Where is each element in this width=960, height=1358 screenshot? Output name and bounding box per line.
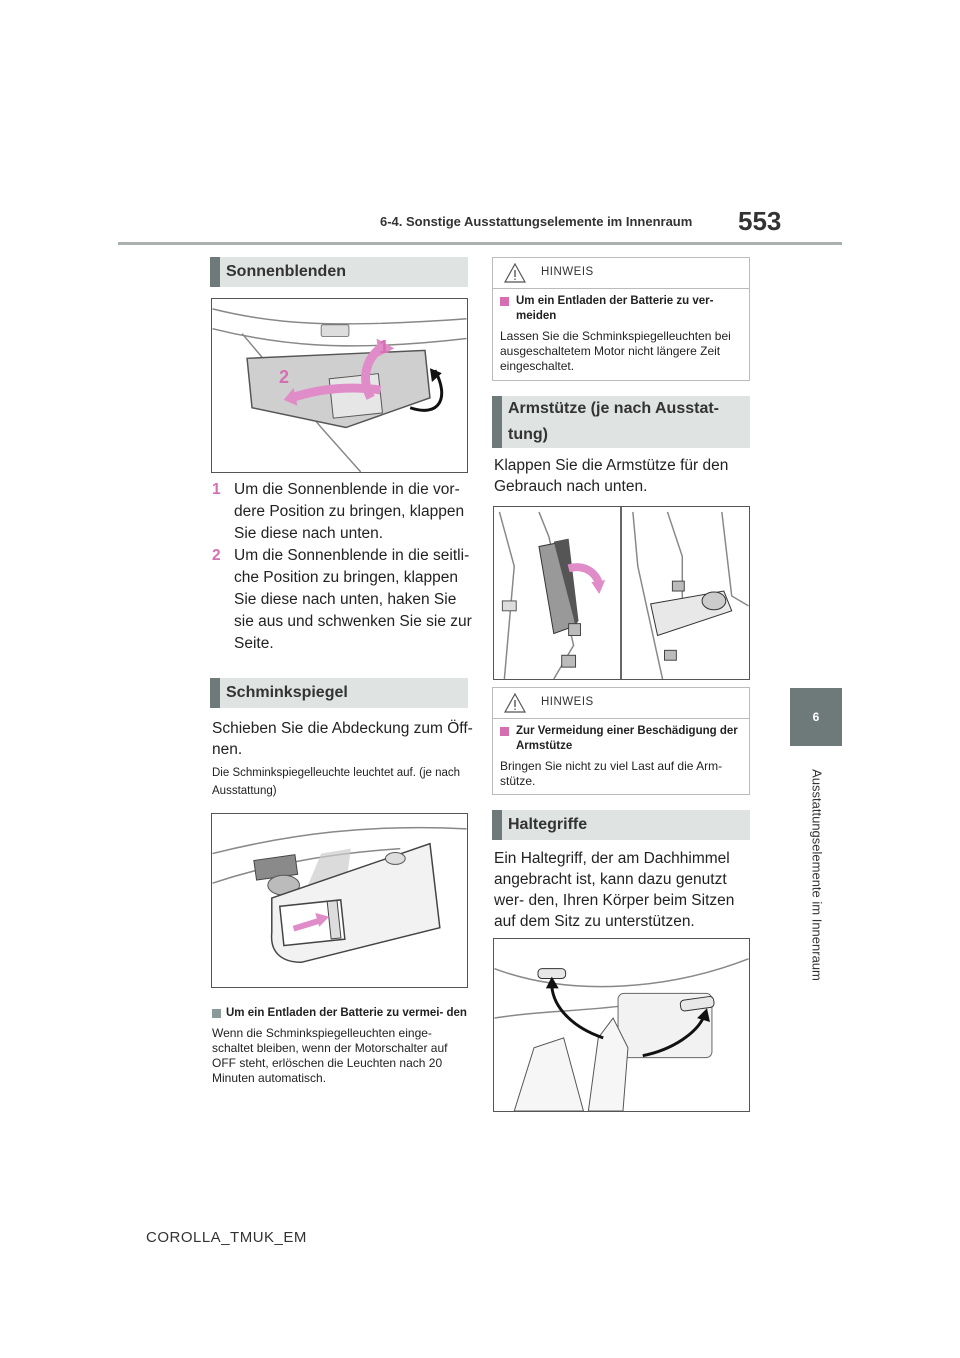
hinweis-box-1: HINWEIS Um ein Entladen der Batterie zu … [492, 257, 750, 381]
vanity-mirror-illustration [212, 826, 467, 964]
hinweis-label: HINWEIS [541, 696, 594, 708]
info-title: Um ein Entladen der Batterie zu vermei- … [226, 1007, 467, 1019]
square-bullet-icon [500, 297, 509, 306]
hinweis-body: Lassen Sie die Schminkspiegelleuchten be… [500, 329, 731, 373]
warning-triangle-icon [503, 692, 527, 718]
armrest-illustration [498, 507, 749, 679]
info-body: Wenn die Schminkspiegelleuchten einge- s… [212, 1026, 448, 1085]
step-2: 2 Um die Sonnenblende in die seitli- che… [212, 545, 474, 657]
chapter-side-title: Ausstattungselemente im Innenraum [808, 760, 826, 990]
warning-triangle-icon [503, 262, 527, 288]
heading-armstuetze: Armstütze (je nach Ausstat- tung) [492, 396, 750, 448]
hinweis-title: Um ein Entladen der Batterie zu ver- mei… [516, 295, 714, 322]
heading-haltegriffe: Haltegriffe [492, 810, 750, 840]
hinweis-box-2: HINWEIS Zur Vermeidung einer Beschädigun… [492, 687, 750, 795]
header-divider [118, 242, 842, 245]
heading-line-1: Armstütze (je nach Ausstat- [508, 400, 719, 417]
heading-line-2: tung) [508, 426, 548, 443]
step-number: 1 [212, 481, 221, 498]
chapter-number-tab: 6 [790, 688, 842, 746]
vanity-mirror-figure [211, 813, 468, 988]
step-1: 1 Um die Sonnenblende in die vor- dere P… [212, 479, 474, 545]
figure-label-2: 2 [279, 367, 290, 387]
step-number: 2 [212, 547, 221, 564]
armrest-figure [493, 506, 750, 680]
hinweis-divider [493, 718, 749, 719]
hinweis-body: Bringen Sie nicht zu viel Last auf die A… [500, 759, 723, 788]
haltegriffe-body: Ein Haltegriff, der am Dachhimmel angebr… [494, 850, 735, 930]
figure-label-1: 1 [379, 337, 390, 357]
square-bullet-icon [500, 727, 509, 736]
sun-visor-figure: 1 2 [211, 298, 468, 473]
footer-model: COROLLA_TMUK_EM [146, 1229, 307, 1246]
grab-handle-figure [493, 938, 750, 1112]
hinweis-divider [493, 288, 749, 289]
heading-schminkspiegel: Schminkspiegel [210, 678, 468, 708]
schminkspiegel-body: Schieben Sie die Abdeckung zum Öff- nen. [212, 720, 473, 758]
schminkspiegel-note: Die Schminkspiegelleuchte leuchtet auf. … [212, 767, 461, 797]
info-battery-left: Um ein Entladen der Batterie zu vermei- … [212, 1006, 470, 1086]
chapter-title-text: Ausstattungselemente im Innenraum [809, 769, 825, 981]
hinweis-title: Zur Vermeidung einer Beschädigung der Ar… [516, 725, 738, 752]
heading-sonnenblenden: Sonnenblenden [210, 257, 468, 287]
section-title: 6-4. Sonstige Ausstattungselemente im In… [380, 214, 693, 229]
step-text: Um die Sonnenblende in die vor- dere Pos… [234, 481, 465, 542]
step-text: Um die Sonnenblende in die seitli- che P… [234, 547, 472, 652]
hinweis-label: HINWEIS [541, 266, 594, 278]
armstuetze-body: Klappen Sie die Armstütze für den Gebrau… [494, 457, 729, 495]
sun-visor-illustration [212, 308, 467, 472]
square-bullet-icon [212, 1009, 221, 1018]
grab-handle-illustration [494, 958, 749, 1111]
page-number: 553 [738, 206, 782, 236]
